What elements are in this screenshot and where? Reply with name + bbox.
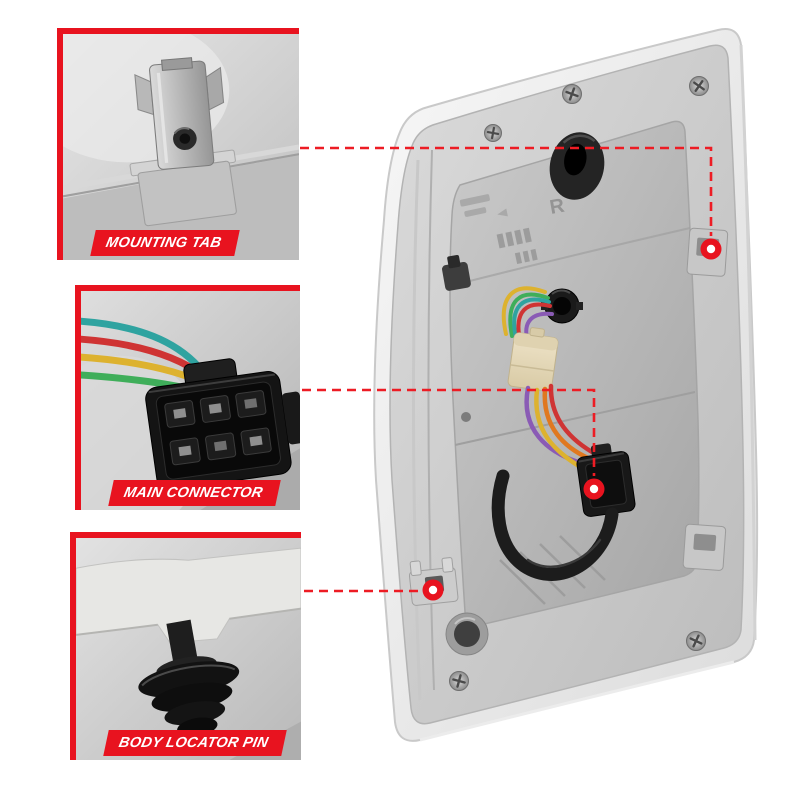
bottom-recess-hole (445, 612, 489, 656)
push-clip (442, 255, 471, 291)
screw (562, 84, 582, 104)
housing-recess (449, 120, 700, 627)
mounting-tab-right-lower (682, 523, 727, 571)
main-connector-photo (81, 291, 300, 510)
callout-label-mounting-tab: MOUNTING TAB (90, 230, 241, 256)
inline-connector (507, 327, 559, 392)
screw (484, 124, 502, 142)
metal-pins (173, 398, 263, 457)
callout-label-body-locator-pin: BODY LOCATOR PIN (103, 730, 287, 756)
inset-mounting-tab: MOUNTING TAB (57, 28, 299, 260)
body-locator-pin-photo (76, 538, 301, 760)
inset-main-connector: MAIN CONNECTOR (75, 285, 300, 510)
callout-text: MAIN CONNECTOR (122, 485, 265, 501)
metal-mounting-tab (134, 57, 225, 170)
inset-body-locator-pin: BODY LOCATOR PIN (70, 532, 301, 760)
pilot-hole (461, 412, 471, 422)
screw (686, 631, 706, 651)
mounting-tab-right-upper (686, 227, 729, 277)
mounting-tab-photo (63, 34, 299, 260)
rubber-strap (491, 469, 619, 581)
callout-text: MOUNTING TAB (104, 235, 223, 251)
screw (449, 671, 469, 691)
connector-body (145, 358, 300, 491)
callout-label-main-connector: MAIN CONNECTOR (108, 480, 282, 506)
callout-text: BODY LOCATOR PIN (117, 735, 270, 751)
screw (689, 76, 709, 96)
